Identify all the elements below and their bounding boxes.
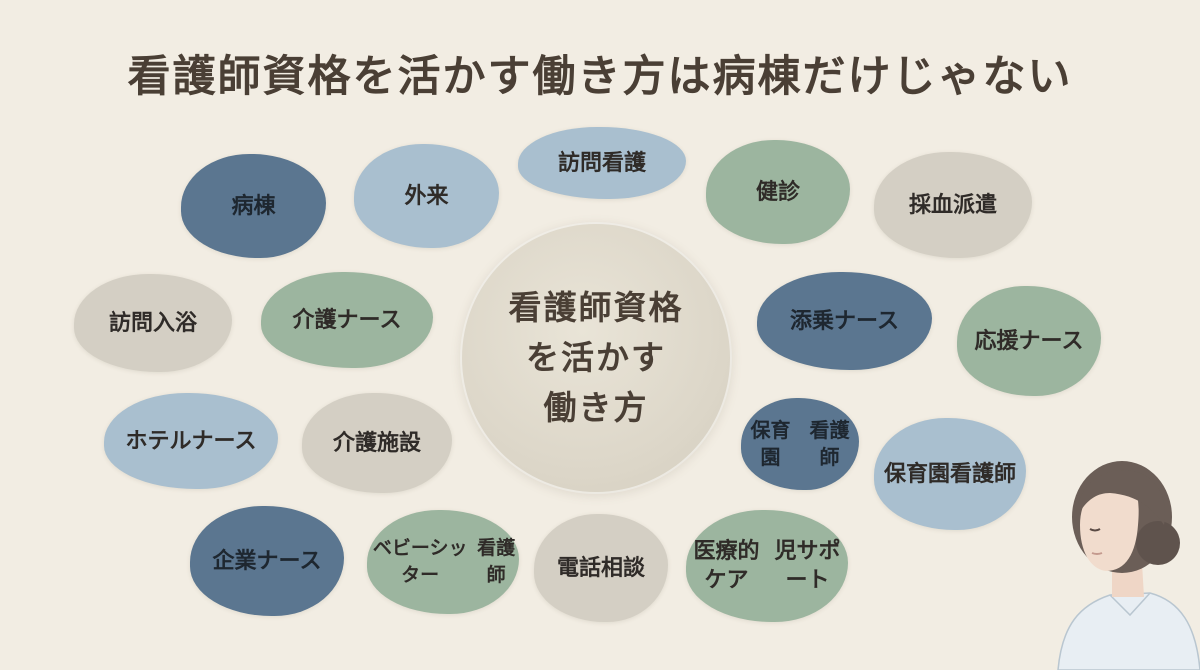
nurse-illustration bbox=[1057, 461, 1200, 670]
bubble-hoikuen-2-line1: 保育園 bbox=[883, 461, 950, 487]
bubble-ouen-nurse-label: 応援ナース bbox=[974, 328, 1084, 354]
bubble-denwa-soudan-label: 電話相談 bbox=[556, 555, 645, 581]
bubble-hotel-nurse-label: ホテルナース bbox=[125, 428, 257, 454]
center-circle: 看護師資格 を活かす 働き方 bbox=[460, 222, 732, 494]
bubble-hoikuen-1-line2: 看護師 bbox=[809, 418, 850, 469]
bubble-denwa-soudan: 電話相談 bbox=[534, 514, 668, 622]
bubble-byoto: 病棟 bbox=[181, 154, 326, 258]
bubble-babysitter-line1: ベビーシッター bbox=[372, 537, 468, 586]
center-line-2: を活かす bbox=[526, 338, 666, 377]
bubble-houmon-nyuyoku: 訪問入浴 bbox=[74, 274, 232, 372]
bubble-iryoteki-care-line2: 児サポート bbox=[774, 539, 841, 593]
bubble-kenshin: 健診 bbox=[706, 140, 850, 244]
bubble-kaigo-shisetsu-label: 介護施設 bbox=[332, 430, 421, 456]
bubble-houmon-nyuyoku-label: 訪問入浴 bbox=[108, 310, 197, 336]
bubble-babysitter: ベビーシッター 看護師 bbox=[367, 510, 519, 614]
page-title: 看護師資格を活かす働き方は病棟だけじゃない bbox=[127, 52, 1073, 102]
bubble-hoikuen-1: 保育園 看護師 bbox=[741, 398, 859, 490]
bubble-kaigo-shisetsu: 介護施設 bbox=[302, 393, 452, 493]
bubble-tenjo-nurse: 添乗ナース bbox=[757, 272, 932, 370]
bubble-hoikuen-2-line2: 看護師 bbox=[950, 461, 1017, 487]
center-line-3: 働き方 bbox=[543, 388, 649, 427]
bubble-hotel-nurse: ホテルナース bbox=[104, 393, 278, 489]
bubble-kigyo-nurse: 企業ナース bbox=[190, 506, 344, 616]
bubble-kenshin-label: 健診 bbox=[755, 179, 800, 205]
bubble-kaigo-nurse-label: 介護ナース bbox=[292, 307, 402, 333]
bubble-saiketsu-haken: 採血派遣 bbox=[874, 152, 1032, 258]
bubble-saiketsu-haken-label: 採血派遣 bbox=[908, 192, 997, 218]
bubble-byoto-label: 病棟 bbox=[231, 193, 276, 219]
bubble-hoikuen-2: 保育園 看護師 bbox=[874, 418, 1026, 530]
bubble-hoikuen-1-line1: 保育園 bbox=[750, 418, 791, 469]
bubble-tenjo-nurse-label: 添乗ナース bbox=[790, 308, 899, 334]
bubble-ouen-nurse: 応援ナース bbox=[957, 286, 1101, 396]
bubble-iryoteki-care-line1: 医療的ケア bbox=[693, 539, 760, 593]
bubble-kaigo-nurse: 介護ナース bbox=[261, 272, 433, 368]
center-line-1: 看護師資格 bbox=[508, 288, 684, 327]
bubble-kigyo-nurse-label: 企業ナース bbox=[212, 548, 322, 574]
bubble-houmon-kango-label: 訪問看護 bbox=[557, 150, 646, 176]
bubble-babysitter-line2: 看護師 bbox=[477, 537, 516, 586]
bubble-gairai-label: 外来 bbox=[404, 183, 449, 209]
bubble-houmon-kango: 訪問看護 bbox=[518, 127, 686, 199]
bubble-iryoteki-care: 医療的ケア 児サポート bbox=[686, 510, 848, 622]
bubble-gairai: 外来 bbox=[354, 144, 499, 248]
center-label: 看護師資格 を活かす 働き方 bbox=[509, 283, 684, 433]
